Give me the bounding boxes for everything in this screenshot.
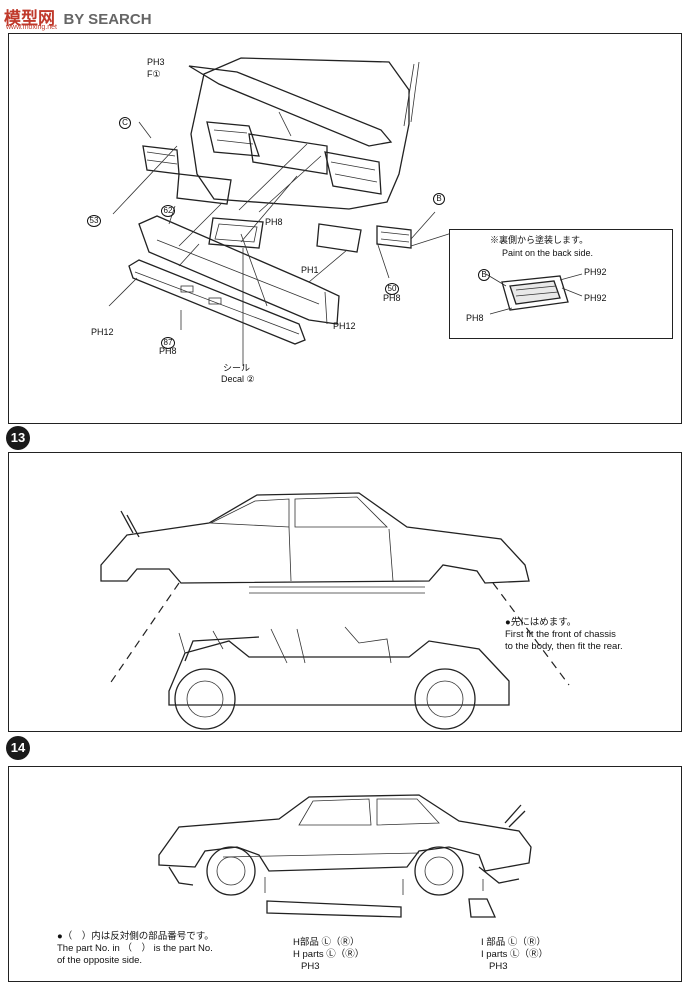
watermark-url: www.moxing.net bbox=[6, 24, 57, 31]
i-parts-ph: PH3 bbox=[489, 960, 508, 972]
inset-note-jp: ※裏側から塗装します。 bbox=[490, 235, 589, 245]
h-parts-en: H parts Ⓛ（Ⓡ） bbox=[293, 948, 365, 960]
step13-badge: 13 bbox=[6, 426, 30, 450]
inset-ph8: PH8 bbox=[466, 313, 484, 323]
label-ph3-top: PH3 bbox=[147, 57, 165, 67]
label-c: C bbox=[119, 112, 131, 130]
h-parts-jp: H部品 Ⓛ（Ⓡ） bbox=[293, 937, 360, 948]
step14-note-jp: ●（ ）内は反対側の部品番号です。 bbox=[57, 931, 214, 942]
step13-drawing bbox=[100, 492, 570, 730]
label-ph1: PH1 bbox=[301, 265, 319, 275]
watermark-logo: 模型网 BY SEARCH bbox=[4, 4, 152, 29]
label-62: 62 bbox=[161, 200, 175, 218]
label-62-text: 62 bbox=[161, 205, 175, 217]
inset-ph92-b: PH92 bbox=[584, 293, 607, 303]
step14-panel: ●（ ）内は反対側の部品番号です。 The part No. in （ ） is… bbox=[8, 766, 682, 982]
i-parts-label: I 部品 Ⓛ（Ⓡ） I parts Ⓛ（Ⓡ） PH3 bbox=[481, 937, 548, 973]
step14-note: ●（ ）内は反対側の部品番号です。 The part No. in （ ） is… bbox=[57, 931, 214, 967]
inset-lamp-drawing bbox=[485, 273, 583, 315]
step13-note-en2: to the body, then fit the rear. bbox=[505, 640, 623, 652]
inset-paint-back: ※裏側から塗装します。 Paint on the back side. B PH… bbox=[449, 229, 673, 339]
label-c-text: C bbox=[119, 117, 131, 129]
label-b: B bbox=[433, 188, 445, 206]
label-ph8-c: PH8 bbox=[159, 346, 177, 356]
inset-b: B bbox=[478, 264, 490, 282]
label-decal-jp: シール bbox=[223, 363, 251, 373]
i-parts-jp: I 部品 Ⓛ（Ⓡ） bbox=[481, 937, 546, 948]
label-ph12-right: PH12 bbox=[333, 321, 356, 331]
label-ph8-b: PH8 bbox=[383, 293, 401, 303]
step14-note-en2: of the opposite side. bbox=[57, 954, 143, 966]
watermark-brand-text: BY SEARCH bbox=[63, 11, 152, 28]
label-50: 50 bbox=[385, 278, 399, 296]
step14-badge: 14 bbox=[6, 736, 30, 760]
label-decal-en: Decal ② bbox=[221, 374, 255, 384]
label-87-text: 87 bbox=[161, 337, 175, 349]
watermark-logo-text: 模型网 bbox=[4, 9, 55, 28]
step13-note-en1: First fit the front of chassis bbox=[505, 628, 616, 640]
step12-panel: PH3 F① C B 53 62 PH8 PH1 50 PH8 PH12 PH1… bbox=[8, 33, 682, 424]
label-b-text: B bbox=[433, 193, 445, 205]
inset-b-text: B bbox=[478, 269, 490, 281]
label-50-text: 50 bbox=[385, 283, 399, 295]
h-parts-label: H部品 Ⓛ（Ⓡ） H parts Ⓛ（Ⓡ） PH3 bbox=[293, 937, 364, 973]
step14-note-en1: The part No. in （ ） is the part No. bbox=[57, 942, 213, 954]
i-parts-en: I parts Ⓛ（Ⓡ） bbox=[481, 948, 549, 960]
label-ph8-a: PH8 bbox=[265, 217, 283, 227]
step12-drawing bbox=[108, 57, 456, 366]
h-parts-ph: PH3 bbox=[301, 960, 320, 972]
step13-note-jp: ●先にはめます。 bbox=[505, 617, 577, 628]
label-f1: F① bbox=[147, 69, 161, 79]
label-ph12-left: PH12 bbox=[91, 327, 114, 337]
inset-ph92-a: PH92 bbox=[584, 267, 607, 277]
inset-note-en: Paint on the back side. bbox=[502, 248, 594, 258]
step13-panel: ●先にはめます。 First fit the front of chassis … bbox=[8, 452, 682, 732]
label-87: 87 bbox=[161, 332, 175, 350]
label-53-text: 53 bbox=[87, 215, 101, 227]
label-53: 53 bbox=[87, 210, 101, 228]
step13-note: ●先にはめます。 First fit the front of chassis … bbox=[505, 617, 623, 653]
step14-drawing bbox=[158, 794, 532, 918]
